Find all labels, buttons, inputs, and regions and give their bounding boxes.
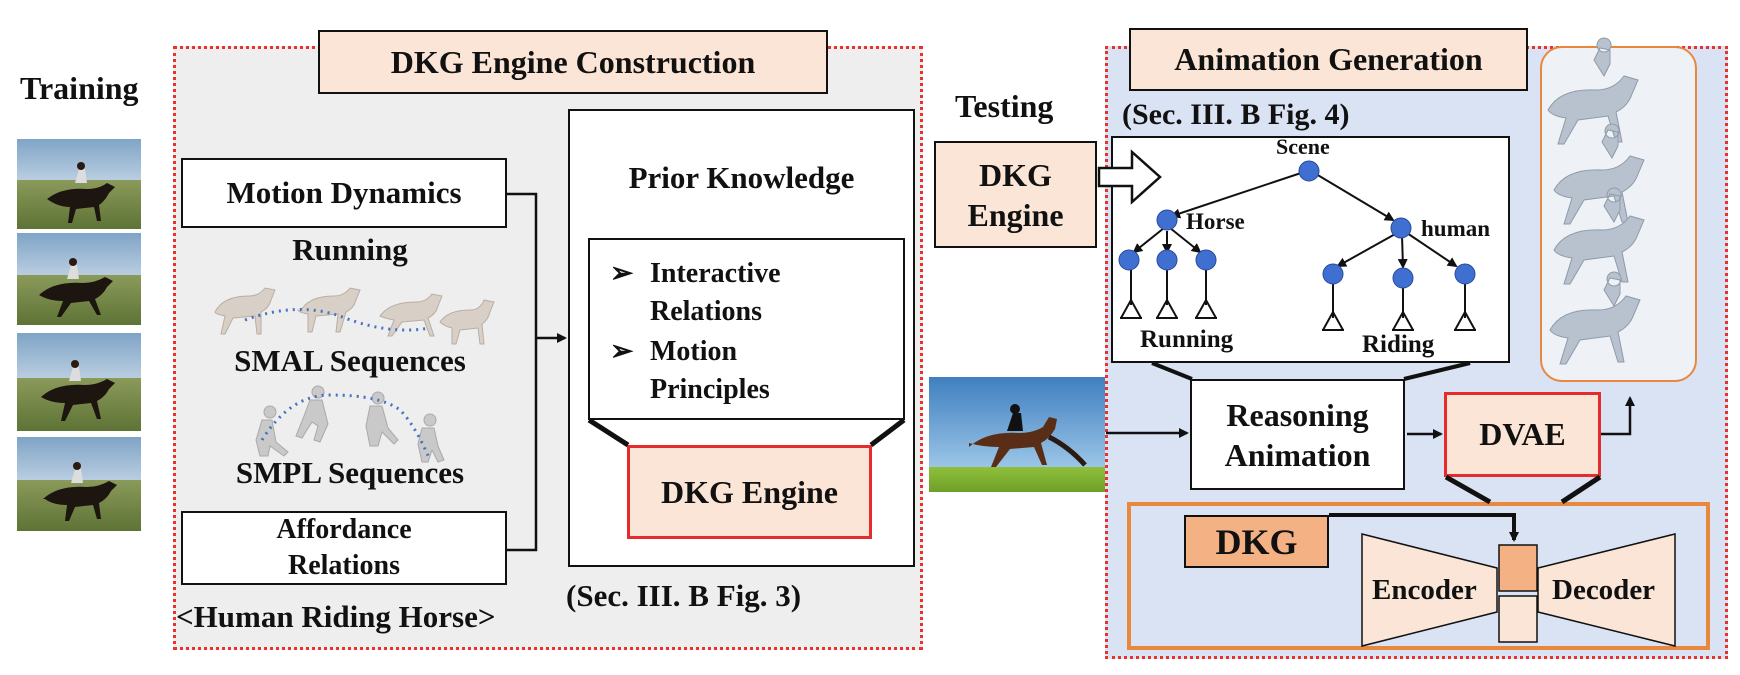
testing-engine-line1: DKG: [979, 156, 1052, 193]
tree-human-label: human: [1421, 216, 1491, 241]
tree-nodes: [1118, 160, 1476, 289]
testing-dkg-engine-box: DKG Engine: [934, 141, 1097, 248]
arrow-bullet-icon: ➢: [610, 336, 634, 367]
training-frame-3: [17, 333, 141, 431]
bullet-2-line2: Principles: [650, 374, 770, 405]
affordance-line1: Affordance: [276, 514, 412, 545]
funnel-right: [869, 418, 906, 447]
tree-root-label: Scene: [1276, 134, 1330, 159]
affordance-relations-box: Affordance Relations: [181, 511, 507, 585]
dvae-box: DVAE: [1444, 392, 1601, 477]
prior-knowledge-title: Prior Knowledge: [628, 160, 855, 195]
generation-title: Animation Generation: [1129, 28, 1528, 91]
tree-horse-label: Horse: [1186, 209, 1245, 234]
bullet-motion-principles: ➢ Motion Principles: [610, 333, 770, 409]
tree-funnel-right: [1403, 361, 1471, 381]
running-label: Running: [292, 232, 408, 267]
output-horse-frames: [1547, 37, 1645, 365]
training-frame-4: [17, 437, 141, 531]
bullet-2-line1: Motion: [650, 336, 738, 367]
dvae-funnel-right: [1560, 474, 1602, 505]
bracket-connector: [507, 192, 565, 552]
construction-title: DKG Engine Construction: [318, 30, 828, 94]
reasoning-line1: Reasoning: [1226, 396, 1369, 433]
decoder-shape: [1537, 533, 1676, 647]
training-frame-1: [17, 139, 141, 229]
bullet-1-line2: Relations: [650, 296, 762, 327]
arrow-bullet-icon: ➢: [610, 258, 634, 289]
funnel-left: [587, 417, 630, 448]
reasoning-animation-box: Reasoning Animation: [1190, 379, 1405, 490]
hollow-arrow: [1097, 149, 1162, 205]
tree-leaf-glyphs: [1120, 268, 1476, 331]
tree-running-label: Running: [1140, 326, 1234, 353]
dkg-label-box: DKG: [1184, 515, 1329, 568]
training-label: Training: [20, 70, 139, 106]
reasoning-line2: Animation: [1224, 436, 1371, 473]
encoder-shape: [1361, 533, 1498, 647]
construction-section-ref: (Sec. III. B Fig. 3): [566, 578, 802, 613]
encoder-label: Encoder: [1372, 574, 1477, 606]
testing-label: Testing: [955, 88, 1054, 124]
smal-sequences-label: SMAL Sequences: [234, 343, 466, 378]
latent-top: [1498, 544, 1538, 592]
bullet-1-line1: Interactive: [650, 258, 781, 289]
dkg-engine-box: DKG Engine: [627, 445, 872, 539]
tree-edges: [1132, 170, 1458, 269]
training-frame-2: [17, 233, 141, 325]
latent-bottom: [1498, 595, 1538, 643]
tree-funnel-left: [1151, 361, 1193, 381]
affordance-line2: Relations: [288, 550, 400, 581]
decoder-label: Decoder: [1552, 574, 1656, 606]
smpl-sequences-label: SMPL Sequences: [235, 455, 465, 490]
prior-knowledge-list: [588, 238, 905, 420]
tree-riding-label: Riding: [1362, 331, 1435, 358]
bullet-interactive-relations: ➢ Interactive Relations: [610, 255, 781, 331]
test-input-photo: [929, 377, 1105, 492]
dkg-to-latent-arrow: [1329, 513, 1519, 542]
dvae-to-output-arrow: [1601, 396, 1635, 436]
testing-engine-line2: Engine: [967, 196, 1064, 233]
dvae-funnel-left: [1444, 474, 1492, 505]
motion-dynamics-box: Motion Dynamics: [181, 158, 507, 228]
human-riding-horse-label: <Human Riding Horse>: [176, 599, 496, 634]
generation-section-ref: (Sec. III. B Fig. 4): [1122, 98, 1350, 131]
